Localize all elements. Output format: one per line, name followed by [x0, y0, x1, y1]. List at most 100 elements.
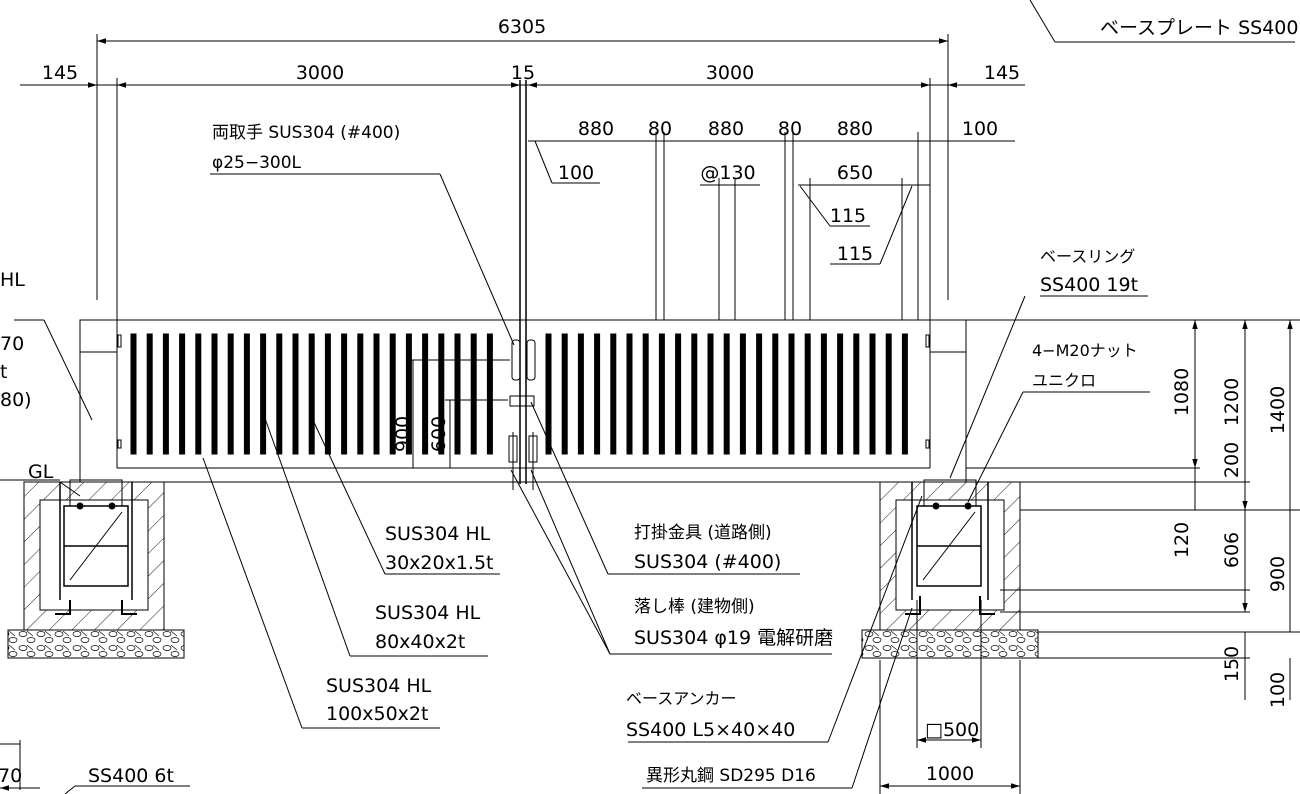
gate-bar [292, 333, 299, 455]
gate-bar [707, 333, 714, 455]
gate-bar [486, 333, 493, 455]
left-t-label: t [0, 361, 7, 383]
h600-label: 600 [428, 416, 450, 452]
gate-bar [341, 333, 348, 455]
gate-bar [308, 333, 315, 455]
gate-bar [179, 333, 186, 455]
gate-bar [195, 333, 202, 455]
gate-bar [146, 333, 153, 455]
vertical-bars [130, 333, 908, 455]
gate-bar [211, 333, 218, 455]
rebar-label: 異形丸鋼 SD295 D16 [646, 766, 816, 786]
base-ring-label-1: ベースリング [1040, 247, 1135, 266]
plate6-label: SS400 6t [88, 765, 174, 787]
gate-bar [772, 333, 779, 455]
post-label-2: 100x50x2t [326, 703, 428, 725]
bar-label-2: 30x20x1.5t [385, 552, 494, 574]
gate-frame [79, 319, 1300, 483]
v200-label: 200 [1221, 442, 1243, 478]
gate-bar [594, 333, 601, 455]
gate-center [508, 80, 538, 490]
nut-label-2: ユニクロ [1032, 371, 1096, 390]
right-foundation [861, 479, 1039, 659]
gate-bar [438, 333, 445, 455]
gate-bar [561, 333, 568, 455]
dim-overall: 6305 [498, 16, 546, 38]
gate-bar [885, 333, 892, 455]
v1400-label: 1400 [1267, 386, 1289, 434]
v606-label: 606 [1221, 532, 1243, 568]
dim-seg3: 880 [837, 118, 873, 140]
bottom-dims [0, 600, 1021, 794]
base-ring-label-2: SS400 19t [1040, 274, 1138, 296]
right-vertical-dims [966, 320, 1300, 700]
gate-bar [837, 333, 844, 455]
post-label-1: SUS304 HL [326, 675, 432, 697]
dim-gap1: 80 [648, 118, 672, 140]
gate-bar [470, 333, 477, 455]
dim-left-100: 100 [558, 162, 594, 184]
v150-label: 150 [1221, 646, 1243, 682]
gate-bar [422, 333, 429, 455]
gate-bar [276, 333, 283, 455]
left-hl-label: HL [0, 269, 25, 291]
gate-bar [901, 333, 908, 455]
baseplate-leader [1029, 0, 1056, 43]
bar-label-1: SUS304 HL [385, 523, 491, 545]
leaders [0, 173, 1150, 789]
gate-bar [853, 333, 860, 455]
gate-bar [675, 333, 682, 455]
dim-left-post: 145 [42, 62, 78, 84]
w1000-label: 1000 [926, 763, 974, 785]
cut70-label: 70 [0, 765, 22, 787]
gate-bar [577, 333, 584, 455]
left-70-label: 70 [0, 333, 24, 355]
v1080-label: 1080 [1171, 368, 1193, 416]
frame-label-1: SUS304 HL [375, 602, 481, 624]
latch-label-2: SUS304 (#400) [634, 551, 781, 573]
gate-bar [658, 333, 665, 455]
dim-center-gap: 15 [511, 62, 535, 84]
gate-bar [869, 333, 876, 455]
dim-end-100: 100 [962, 118, 998, 140]
gate-bar [545, 333, 552, 455]
v100-label: 100 [1267, 672, 1289, 708]
left-foundation [7, 479, 185, 659]
v1200-label: 1200 [1221, 378, 1243, 426]
latch-label-1: 打掛金具 (道路側) [634, 523, 772, 543]
pitch-dimension [534, 140, 930, 320]
gate-bar [130, 333, 137, 455]
left-80-label: 80) [0, 389, 32, 411]
anchor-label-2: SS400 L5×40×40 [626, 719, 795, 741]
gate-bar [610, 333, 617, 455]
second-row-dimension [20, 78, 1025, 320]
gate-bar [357, 333, 364, 455]
dim-right-leaf: 3000 [706, 62, 754, 84]
overall-dimension [96, 34, 949, 300]
gate-bar [788, 333, 795, 455]
gate-bar [804, 333, 811, 455]
v120-label: 120 [1171, 522, 1193, 558]
gate-bar [260, 333, 267, 455]
h900-label: 900 [392, 416, 414, 452]
dim-115b: 115 [837, 243, 873, 265]
dim-gap2: 80 [778, 118, 802, 140]
dim-left-leaf: 3000 [296, 62, 344, 84]
dim-right-post: 145 [984, 62, 1020, 84]
gate-bar [389, 333, 396, 455]
gate-bar [227, 333, 234, 455]
dim-pitch: @130 [700, 162, 755, 184]
dim-115a: 115 [830, 205, 866, 227]
gate-bar [626, 333, 633, 455]
baseplate-label: ベースプレート SS400 19t [1100, 17, 1300, 39]
handle-label-1: 両取手 SUS304 (#400) [212, 123, 400, 143]
v900-label: 900 [1267, 556, 1289, 592]
sq500-label: □500 [925, 719, 979, 741]
gate-bar [324, 333, 331, 455]
segment-dimension [528, 132, 1015, 320]
frame-label-2: 80x40x2t [375, 631, 465, 653]
gate-bar [756, 333, 763, 455]
gate-bar [820, 333, 827, 455]
dim-650: 650 [837, 162, 873, 184]
drop-label-1: 落し棒 (建物側) [634, 597, 755, 617]
